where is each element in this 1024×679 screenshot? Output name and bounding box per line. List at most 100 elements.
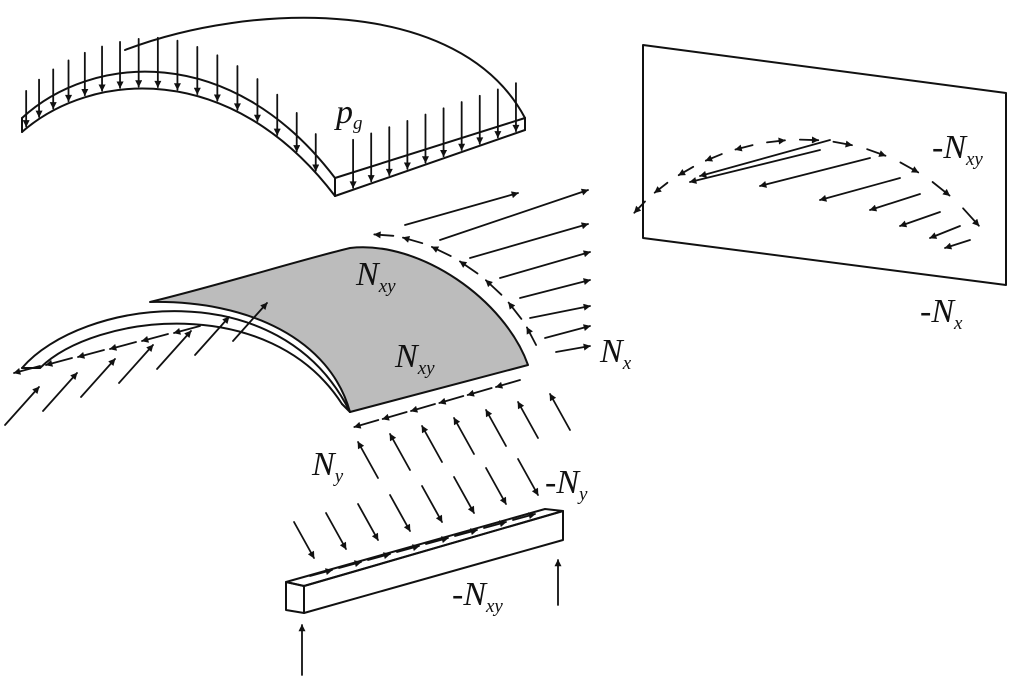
edge-beam [285, 458, 564, 676]
surface-load-arrows-straight-edge [349, 82, 520, 189]
end-panel [633, 44, 1007, 286]
label-nxy-shell-bottom: Nxy [394, 338, 435, 379]
shell-left-arrow [80, 358, 116, 398]
beam-ny-arrow [389, 494, 411, 532]
nx-arrow [439, 188, 589, 241]
shell-bottom-shear-arrow [410, 403, 436, 413]
label-minus-nxy-beam: -Nxy [452, 576, 503, 617]
shell-ny-arrows [357, 393, 571, 479]
shell-bottom-shear-arrow [466, 387, 493, 397]
beam-shear-arrow [425, 536, 449, 545]
label-nxy-shell-top: Nxy [355, 256, 396, 297]
end-panel-outline [642, 44, 1007, 286]
shell-left-shear-arrow [109, 341, 137, 351]
shell-edge-shear-arrow [526, 326, 537, 346]
loaded-shell [21, 16, 526, 197]
edge-beam-top-face [285, 508, 564, 587]
shell-left-edge-arrows [4, 302, 268, 426]
beam-ny-arrow [453, 476, 475, 514]
panel-arc-arrow [931, 181, 951, 197]
panel-shear-arrow [689, 149, 821, 184]
shell-bottom-shear-arrow [353, 419, 380, 429]
shell-bottom-shear-arrow [438, 395, 465, 405]
label-nx: Nx [599, 333, 632, 374]
shell-left-arrow [232, 302, 268, 342]
ny-arrow [485, 409, 507, 447]
beam-shear-arrow [309, 568, 333, 577]
nx-arrow [499, 250, 591, 279]
shell-nx-arrows [404, 188, 591, 353]
beam-ny-arrow [485, 467, 507, 505]
shell-left-edge-shear-arrows [13, 325, 201, 375]
shell-left-arrow [194, 316, 230, 356]
shell-bottom-shear-arrow [381, 411, 408, 421]
panel-arc-arrow [866, 148, 887, 157]
shell-grey-surface [149, 246, 529, 413]
shell-bottom-shear-arrow [495, 379, 521, 389]
nx-arrow [519, 278, 591, 299]
panel-shear-arrow [819, 177, 901, 202]
shell-front-arc-inner [39, 322, 343, 405]
shell-left-shear-arrow [141, 333, 169, 343]
ny-arrow [389, 433, 411, 471]
end-panel-dashed-arc-arrows [633, 136, 980, 227]
label-minus-ny: -Ny [545, 464, 588, 505]
label-minus-nx: -Nx [920, 293, 963, 334]
ny-arrow [549, 393, 571, 431]
panel-shear-arrow [929, 225, 961, 239]
shell-left-arrow [42, 372, 78, 412]
beam-ny-arrow [517, 458, 539, 496]
loaded-shell-inner-arc [21, 87, 336, 197]
shell-front-arc-outer [21, 310, 351, 413]
beam-ny-arrow [357, 503, 379, 541]
beam-shear-arrow [483, 520, 507, 529]
panel-arc-arrow [899, 161, 920, 174]
beam-shear-arrow [454, 528, 478, 537]
edge-beam-shear-arrows [309, 512, 536, 577]
label-minus-nxy-panel: -Nxy [932, 129, 983, 170]
shell-edge-shear-arrow [431, 245, 452, 257]
shell-edge-shear-arrow [507, 301, 523, 320]
beam-shear-arrow [396, 544, 420, 553]
ny-arrow [453, 417, 475, 455]
shell-element [4, 188, 591, 479]
edge-beam-side-face [303, 510, 564, 614]
shell-left-arrow [4, 386, 40, 426]
shell-corner-edge [341, 403, 351, 413]
panel-shear-arrow [699, 139, 831, 178]
panel-arc-arrow [766, 137, 786, 145]
beam-ny-arrow [293, 521, 315, 559]
shell-left-arrow [118, 344, 154, 384]
panel-shear-arrow [759, 157, 871, 188]
shell-edge-shear-arrow [459, 260, 479, 275]
shell-right-edge-shear-arrows [373, 231, 537, 346]
loaded-shell-back-arc [124, 16, 526, 119]
panel-arc-arrow [653, 181, 669, 194]
shell-bottom-edge-shear-arrows [353, 379, 521, 429]
ny-arrow [421, 425, 443, 463]
nx-arrow [469, 222, 589, 259]
surface-load-arrows-curved-edge [22, 36, 320, 172]
beam-shear-arrow [367, 552, 391, 561]
end-panel-shear-arrows [689, 139, 971, 250]
nx-arrow [555, 343, 591, 353]
shell-left-shear-arrow [45, 357, 73, 367]
shell-left-shear-arrow [13, 365, 41, 375]
panel-arc-arrow [962, 207, 980, 227]
nx-arrow [529, 303, 591, 319]
panel-arc-arrow [798, 136, 820, 144]
label-pg: pg [334, 94, 363, 134]
loaded-shell-front-edge [334, 117, 526, 179]
panel-arc-arrow [633, 200, 646, 214]
beam-shear-arrow [338, 560, 362, 569]
panel-shear-arrow [869, 193, 921, 212]
beam-ny-arrow [421, 485, 443, 523]
shell-left-shear-arrow [77, 349, 105, 359]
beam-shear-arrow [512, 512, 536, 521]
panel-shear-arrow [899, 211, 941, 228]
edge-beam-front-face [285, 581, 305, 614]
ny-arrow [357, 441, 379, 479]
shell-left-shear-arrow [173, 325, 201, 335]
shell-edge-shear-arrow [373, 231, 395, 239]
